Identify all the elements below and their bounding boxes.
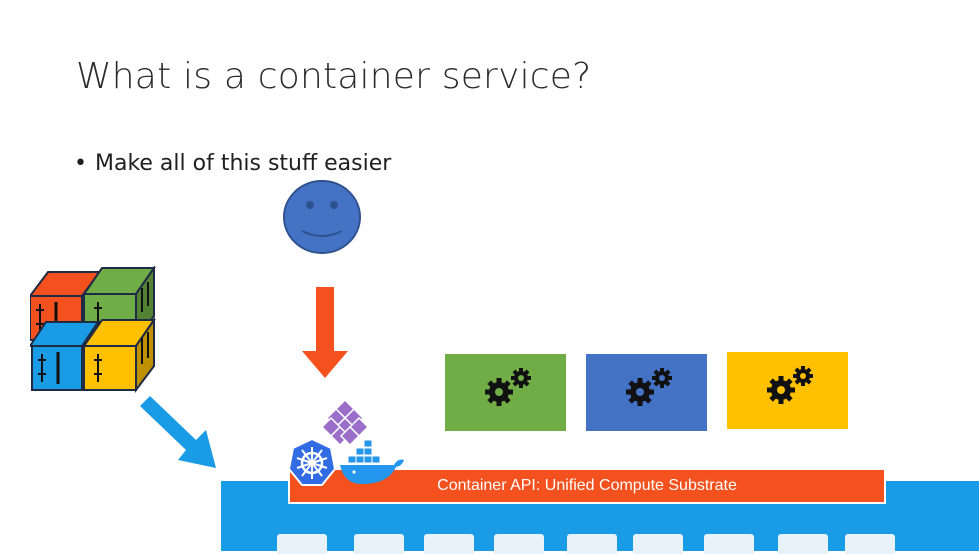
node-server-icon <box>633 534 683 554</box>
gears-tile-blue <box>586 354 707 431</box>
node-server-icon <box>354 534 404 554</box>
smiley-face-icon <box>283 180 361 254</box>
kubernetes-logo-icon <box>288 438 336 486</box>
purple-lattice-icon <box>322 400 368 447</box>
node-server-icon <box>778 534 828 554</box>
bullet-item: • Make all of this stuff easier <box>74 151 391 176</box>
node-server-icon <box>567 534 617 554</box>
blue-diagonal-arrow-icon <box>140 396 216 468</box>
gears-icon <box>626 368 672 406</box>
node-server-icon <box>424 534 474 554</box>
bullet-marker: • <box>74 151 87 176</box>
slide-title: What is a container service? <box>76 56 592 97</box>
gears-tile-yellow <box>727 352 848 429</box>
gears-icon <box>485 368 531 406</box>
node-server-icon <box>494 534 544 554</box>
gears-icon <box>767 366 813 404</box>
node-server-icon <box>845 534 895 554</box>
node-server-icon <box>704 534 754 554</box>
node-server-icon <box>277 534 327 554</box>
bullet-text: Make all of this stuff easier <box>94 151 392 176</box>
shipping-containers-icon <box>30 266 156 393</box>
container-api-bar: Container API: Unified Compute Substrate <box>288 468 886 504</box>
docker-whale-icon <box>340 439 404 484</box>
orange-down-arrow-icon <box>302 287 348 378</box>
gears-tile-green <box>445 354 566 431</box>
